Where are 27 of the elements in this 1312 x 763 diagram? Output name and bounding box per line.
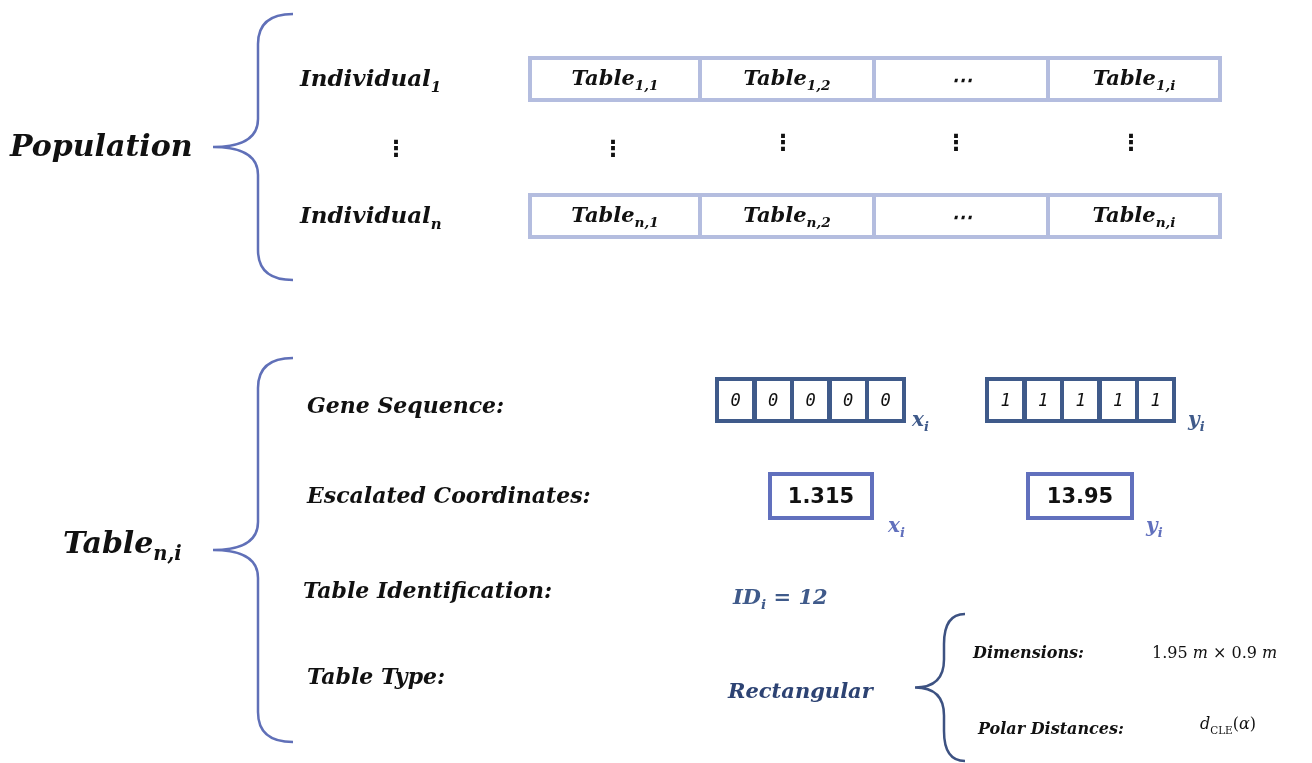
root-label: Table$_{n,i}$ [63, 525, 182, 565]
formula: d$_{CLE}$(α) [1200, 714, 1256, 736]
field-label: Table Type: [307, 663, 446, 689]
row-label: Individual$_{1}$ [300, 64, 442, 96]
variable-label: x$_{i}$ [912, 406, 929, 434]
variable-label: y$_{i}$ [1188, 406, 1205, 434]
field-label: Escalated Coordinates: [307, 482, 591, 508]
root-label: Population [10, 127, 193, 163]
field-label: Gene Sequence: [307, 392, 505, 418]
variable-label: y$_{i}$ [1146, 512, 1163, 540]
ellipsis: ⋮ [772, 129, 794, 155]
field-label: Table Identification: [303, 577, 553, 603]
gene-cell: 0 [715, 377, 756, 423]
ellipsis: ⋮ [602, 135, 624, 161]
ellipsis: ⋮ [1120, 129, 1142, 155]
value-box: 1.315 [768, 472, 874, 520]
gene-cell: 1 [985, 377, 1026, 423]
variable-label: x$_{i}$ [888, 512, 905, 540]
field-label: Dimensions: [973, 642, 1084, 662]
dimension-value: 1.95 m × 0.9 m [1152, 642, 1278, 662]
id-value: ID$_{i}$ = 12 [733, 583, 828, 613]
ellipsis: ⋮ [385, 135, 407, 161]
row-label: Individual$_{n}$ [300, 201, 442, 233]
type-value: Rectangular [728, 677, 873, 703]
value-box: 13.95 [1026, 472, 1134, 520]
field-label: Polar Distances: [978, 718, 1124, 738]
ellipsis: ⋮ [945, 129, 967, 155]
